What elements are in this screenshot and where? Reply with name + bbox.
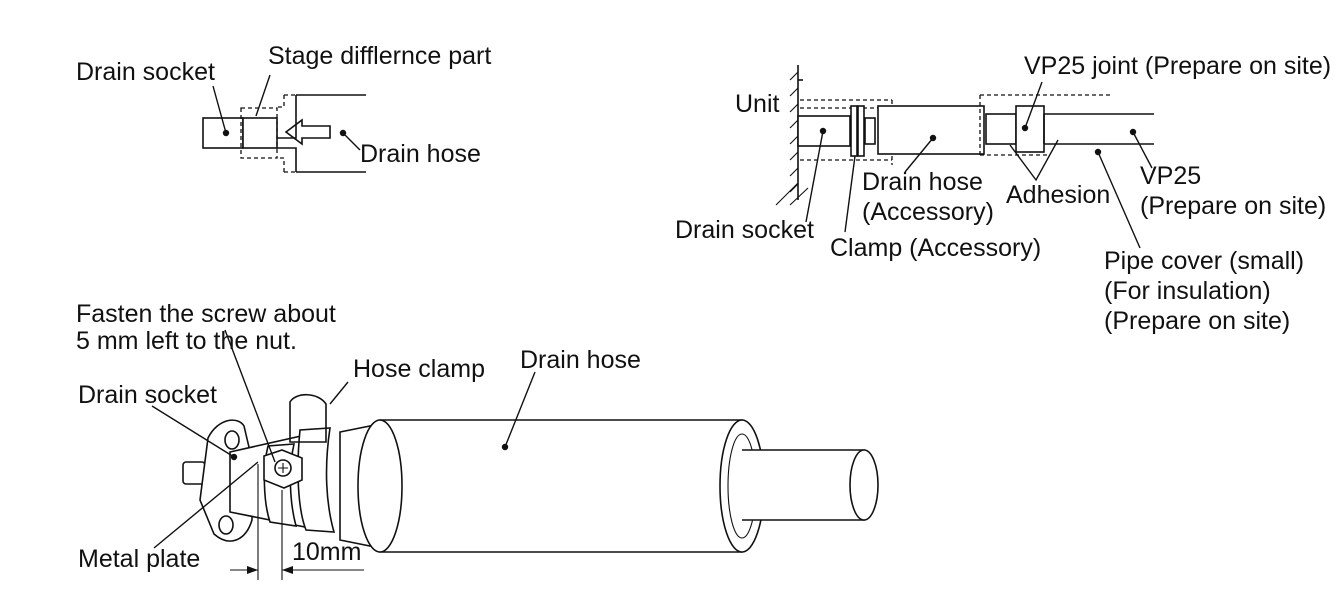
label-unit: Unit xyxy=(735,90,780,118)
outlet-pipe xyxy=(742,449,865,521)
insert-arrow xyxy=(284,118,331,146)
label-stage-difference: Stage difflernce part xyxy=(268,42,491,70)
clamp-screw-housing xyxy=(289,393,327,443)
drain-hose-end xyxy=(277,94,366,173)
leader-fasten xyxy=(224,329,276,463)
label-adhesion: Adhesion xyxy=(1006,181,1110,209)
hose-left-end xyxy=(357,419,403,553)
label-pipe-cover-2: (For insulation) xyxy=(1104,277,1271,305)
label-vp25-prepare: (Prepare on site) xyxy=(1140,192,1326,220)
leader-metal-plate xyxy=(153,461,259,549)
clamp-screw-head xyxy=(274,459,292,477)
vp25-pipe xyxy=(1044,113,1154,145)
drain-hose-body xyxy=(877,105,985,155)
label-drain-hose-accessory: (Accessory) xyxy=(862,198,994,226)
plate-hole-bottom xyxy=(218,515,234,535)
leader-hose-clamp xyxy=(329,381,349,405)
leader-drain-hose-3d xyxy=(504,371,536,448)
leader-clamp xyxy=(844,155,856,233)
clamp-ring-1 xyxy=(850,105,858,157)
outlet-pipe-end xyxy=(849,449,879,521)
joint-dashed-outline xyxy=(979,94,1110,156)
clamp-collar xyxy=(864,117,876,145)
wall-hatching xyxy=(775,71,809,206)
label-pipe-cover-1: Pipe cover (small) xyxy=(1104,247,1304,275)
label-drain-socket-top: Drain socket xyxy=(76,58,215,86)
clamp-ring-2 xyxy=(857,105,865,157)
label-drain-hose-3d: Drain hose xyxy=(520,346,641,374)
hose-clamp-band-2 xyxy=(297,427,336,533)
leader-stage-difference xyxy=(255,74,271,117)
dimension-extension xyxy=(257,464,283,580)
socket-end xyxy=(242,117,278,149)
leader-drain-socket-3d xyxy=(151,405,235,458)
label-fasten-line1: Fasten the screw about xyxy=(76,300,336,328)
leader-drain-socket xyxy=(805,130,824,223)
label-pipe-cover-3: (Prepare on site) xyxy=(1104,307,1290,335)
label-clamp: Clamp (Accessory) xyxy=(830,234,1041,262)
label-vp25: VP25 xyxy=(1140,162,1201,190)
piping-layout-figure xyxy=(775,65,1154,249)
plate-hole-top xyxy=(224,430,240,450)
leader-vp25 xyxy=(1132,131,1153,169)
leader-adhesion xyxy=(1009,139,1059,182)
label-drain-hose-top-left: Drain hose xyxy=(360,140,481,168)
label-drain-socket-right: Drain socket xyxy=(675,216,814,244)
label-hose-clamp: Hose clamp xyxy=(353,355,485,383)
drain-hose-cylinder xyxy=(379,419,743,553)
leader-pipe-cover xyxy=(1097,151,1141,249)
socket-insulation-outline xyxy=(800,99,893,165)
leader-drain-socket xyxy=(212,85,227,134)
label-drain-hose: Drain hose xyxy=(862,168,983,196)
label-drain-socket-3d: Drain socket xyxy=(78,381,217,409)
hose-dashed-edge xyxy=(277,94,296,173)
label-dimension: 10mm xyxy=(292,538,361,566)
label-metal-plate: Metal plate xyxy=(78,545,200,573)
label-fasten-line2: 5 mm left to the nut. xyxy=(76,327,297,355)
label-vp25-joint: VP25 joint (Prepare on site) xyxy=(1024,52,1331,80)
vp25-joint-left xyxy=(985,113,1017,145)
stage-difference-figure xyxy=(202,74,366,173)
leader-drain-hose xyxy=(342,132,361,151)
leader-vp25-joint xyxy=(1024,81,1043,129)
leader-drain-hose xyxy=(904,137,934,173)
hose-clamp-assembly xyxy=(151,329,879,580)
